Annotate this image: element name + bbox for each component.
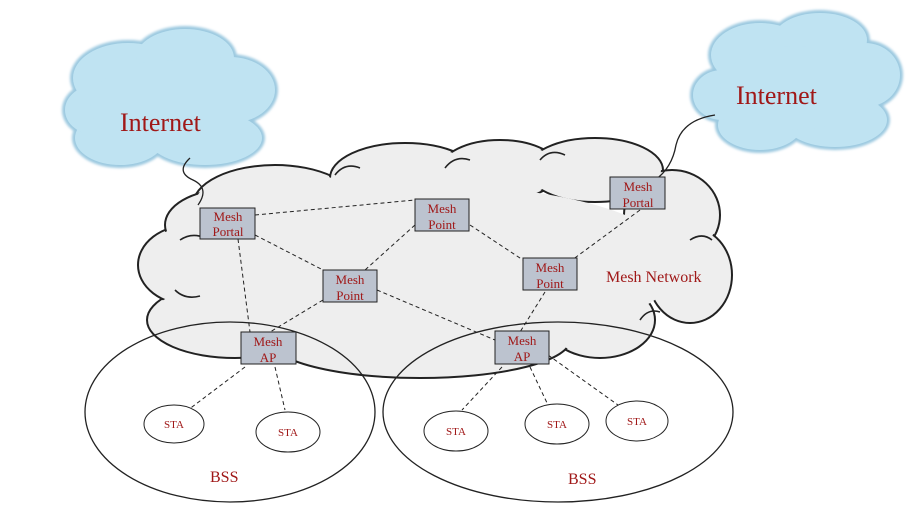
svg-text:Portal: Portal xyxy=(622,195,653,210)
svg-text:Mesh: Mesh xyxy=(214,209,243,224)
mesh-links xyxy=(187,199,641,411)
internet-cloud-right xyxy=(690,10,903,153)
svg-text:Mesh: Mesh xyxy=(624,179,653,194)
svg-text:STA: STA xyxy=(547,419,567,431)
svg-text:Mesh: Mesh xyxy=(428,201,457,216)
svg-text:Portal: Portal xyxy=(212,224,243,239)
node-point-right: Mesh Point xyxy=(522,257,578,291)
mesh-network-cloud xyxy=(137,137,733,379)
svg-text:Point: Point xyxy=(428,217,456,232)
bss-label-right: BSS xyxy=(568,471,596,488)
internet-link-right xyxy=(654,114,716,181)
internet-cloud-left xyxy=(62,26,278,168)
bss-right-circle xyxy=(382,321,734,503)
mesh-network-label: Mesh Network xyxy=(606,269,702,286)
sta-1: STA xyxy=(143,404,205,444)
node-portal-left: Mesh Portal xyxy=(199,207,256,240)
sta-3: STA xyxy=(423,410,489,452)
internet-label-right: Internet xyxy=(736,81,818,110)
internet-link-left xyxy=(182,157,204,206)
svg-text:STA: STA xyxy=(446,426,466,438)
node-point-center: Mesh Point xyxy=(322,269,378,303)
sta-4: STA xyxy=(524,403,590,445)
node-ap-left: Mesh AP xyxy=(240,331,297,365)
svg-text:Point: Point xyxy=(336,288,364,303)
node-portal-right: Mesh Portal xyxy=(609,176,666,210)
svg-text:STA: STA xyxy=(278,427,298,439)
internet-label-left: Internet xyxy=(120,108,202,137)
svg-text:AP: AP xyxy=(260,350,277,365)
bss-label-left: BSS xyxy=(210,469,238,486)
svg-text:STA: STA xyxy=(627,416,647,428)
bss-left-circle xyxy=(84,321,376,503)
svg-text:AP: AP xyxy=(514,349,531,364)
svg-text:Mesh: Mesh xyxy=(336,272,365,287)
svg-text:Mesh: Mesh xyxy=(508,333,537,348)
svg-text:Mesh: Mesh xyxy=(536,260,565,275)
sta-2: STA xyxy=(255,411,321,453)
svg-text:Mesh: Mesh xyxy=(254,334,283,349)
node-point-top: Mesh Point xyxy=(414,198,470,232)
node-ap-right: Mesh AP xyxy=(494,330,550,365)
svg-text:STA: STA xyxy=(164,419,184,431)
sta-5: STA xyxy=(605,400,669,442)
svg-text:Point: Point xyxy=(536,276,564,291)
